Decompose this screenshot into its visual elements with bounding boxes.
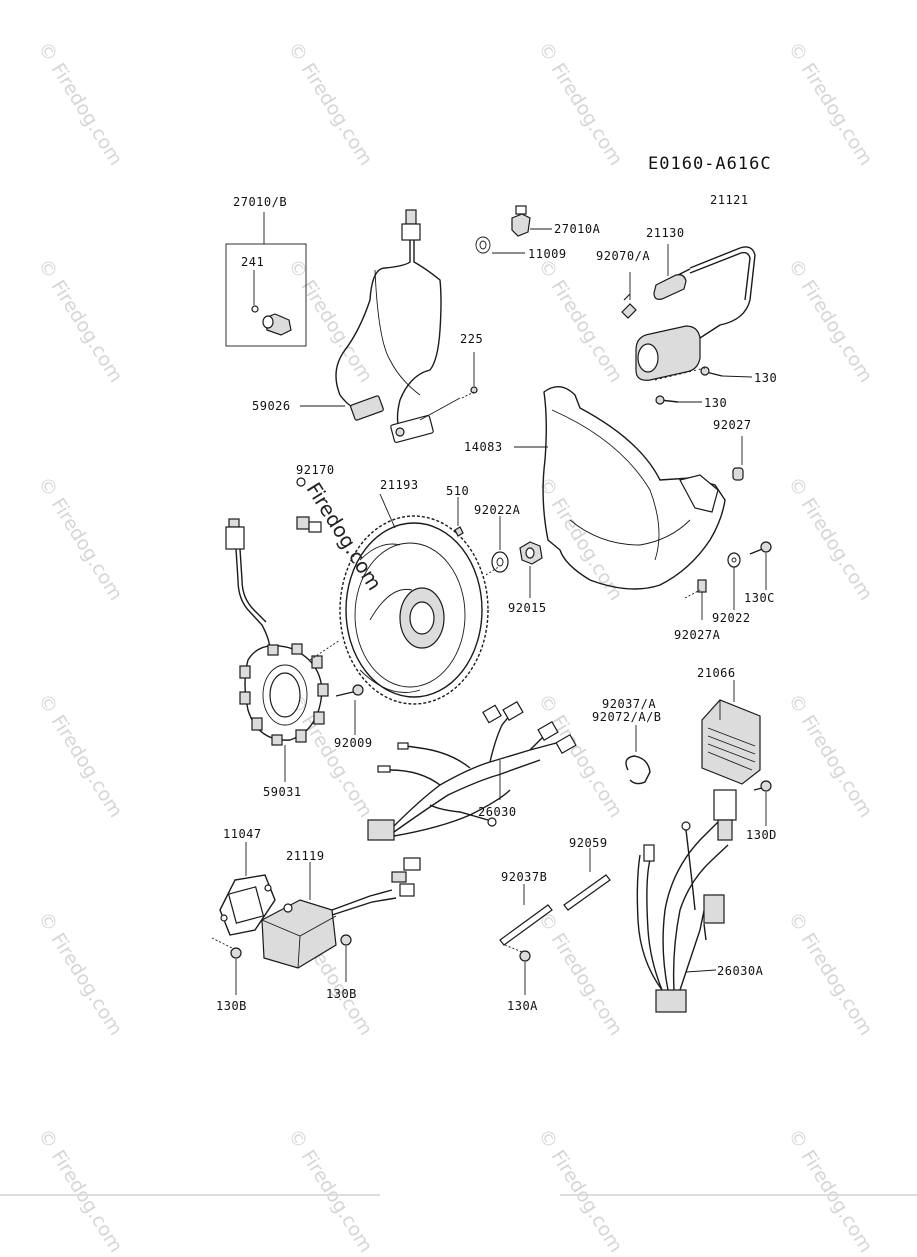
- part-label: 92027A: [674, 628, 721, 642]
- part-label: 92072/A/B: [592, 710, 662, 724]
- part-label: 21193: [380, 478, 419, 492]
- part-sensor-27010a: [475, 205, 552, 254]
- part-label: 130A: [507, 999, 538, 1013]
- footer-rule: [560, 1194, 917, 1196]
- part-label: 14083: [464, 440, 503, 454]
- part-label: 92009: [334, 736, 373, 750]
- part-label: 225: [460, 332, 484, 346]
- parts-diagram: © Firedog.com © Firedog.com © Firedog.co…: [0, 38, 917, 1256]
- part-label: 11009: [528, 247, 567, 261]
- part-harness-26030a: [636, 789, 737, 1013]
- part-label: 130B: [326, 987, 357, 1001]
- diagram-code: E0160-A616C: [648, 154, 772, 174]
- part-label: 92022A: [474, 503, 521, 517]
- part-label: 92015: [508, 601, 547, 615]
- part-label: 59031: [263, 785, 302, 799]
- part-wire-59026: [300, 209, 478, 444]
- part-label: 130C: [744, 591, 775, 605]
- part-label: 130B: [216, 999, 247, 1013]
- part-label: 21066: [697, 666, 736, 680]
- part-label: 92170: [296, 463, 335, 477]
- part-cover-14083: [514, 386, 772, 620]
- part-label: 27010A: [554, 222, 601, 236]
- diagram-drawing: [0, 205, 917, 1196]
- part-harness-26030: [367, 700, 577, 841]
- part-label: 21119: [286, 849, 325, 863]
- part-cdi-21119: [211, 842, 421, 995]
- part-clamp-92037a: [625, 725, 651, 785]
- part-pins: [499, 848, 611, 995]
- part-label: 59026: [252, 399, 291, 413]
- part-label: 92037B: [501, 870, 548, 884]
- footer-rule: [0, 1194, 380, 1196]
- part-label: 92070/A: [596, 249, 651, 263]
- part-label: 241: [241, 255, 265, 269]
- part-flywheel-21193: [296, 477, 543, 705]
- part-label: 92037/A: [602, 697, 657, 711]
- part-box-27010b: [225, 212, 307, 347]
- part-stator-59031: [225, 518, 364, 782]
- part-label: 92027: [713, 418, 752, 432]
- part-label: 21121: [710, 193, 749, 207]
- part-label: 92022: [712, 611, 751, 625]
- part-label: 130: [754, 371, 778, 385]
- part-label: 11047: [223, 827, 262, 841]
- part-label: 92059: [569, 836, 608, 850]
- part-regulator-21066: [701, 680, 772, 826]
- part-ignition-coil: [621, 244, 756, 405]
- part-label: 26030: [478, 805, 517, 819]
- part-label: 21130: [646, 226, 685, 240]
- part-label: 510: [446, 484, 470, 498]
- part-label: 27010/B: [233, 195, 288, 209]
- part-label: 130D: [746, 828, 777, 842]
- part-label: 130: [704, 396, 728, 410]
- part-label: 26030A: [717, 964, 764, 978]
